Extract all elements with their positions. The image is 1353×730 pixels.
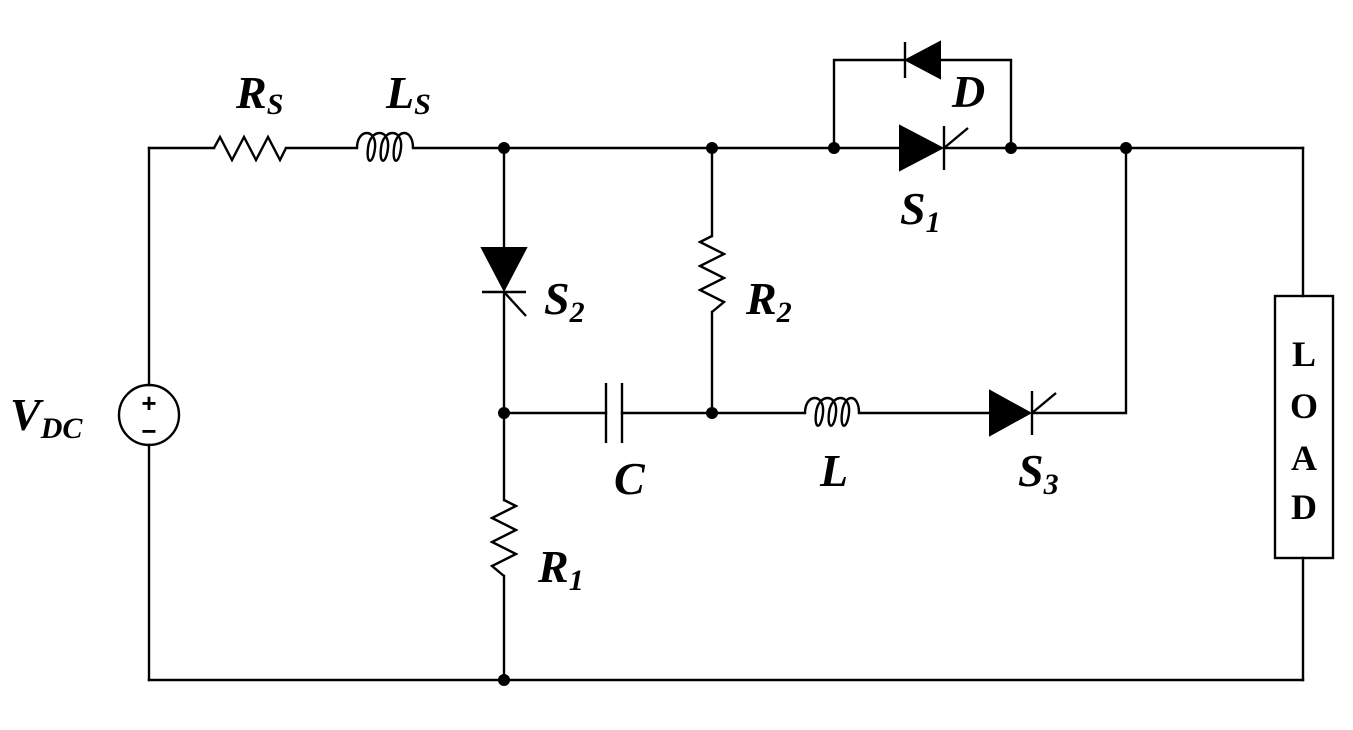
label-rs: RS (235, 67, 283, 121)
label-d: D (951, 66, 985, 117)
thyristor-s1 (899, 124, 969, 172)
dc-voltage-source: + − (117, 383, 181, 447)
node (1120, 142, 1132, 154)
resistor-r2 (697, 234, 727, 313)
node (706, 142, 718, 154)
label-s3: S3 (1018, 445, 1059, 501)
load-letter-1: L (1292, 334, 1316, 374)
label-r2: R2 (745, 273, 792, 329)
node (828, 142, 840, 154)
label-c: C (614, 453, 646, 504)
thyristor-s3 (989, 389, 1057, 437)
diode-d (903, 40, 941, 80)
load-letter-2: O (1290, 386, 1318, 426)
minus-sign: − (141, 416, 156, 446)
wire-d-left (832, 58, 907, 150)
load-box: L O A D (1273, 294, 1335, 560)
junction-nodes (498, 142, 1132, 686)
node (498, 674, 510, 686)
inductor-l (803, 396, 861, 427)
wire-s3-right (1030, 146, 1128, 415)
thyristor-s2 (480, 247, 528, 317)
resistor-rs (212, 134, 288, 163)
node (706, 407, 718, 419)
label-vdc: VDC (10, 389, 83, 445)
node (498, 142, 510, 154)
label-r1: R1 (537, 541, 584, 597)
load-letter-3: A (1291, 438, 1317, 478)
label-s2: S2 (544, 273, 585, 329)
load-letter-4: D (1291, 487, 1317, 527)
node (498, 407, 510, 419)
label-s1: S1 (900, 183, 941, 239)
node (1005, 142, 1017, 154)
inductor-ls (355, 131, 415, 162)
wires (147, 58, 1305, 682)
plus-sign: + (141, 388, 156, 418)
label-ls: LS (385, 67, 431, 121)
label-l: L (819, 445, 848, 496)
capacitor-c (604, 383, 624, 443)
wire-d-right (938, 58, 1013, 150)
resistor-r1 (489, 498, 519, 577)
